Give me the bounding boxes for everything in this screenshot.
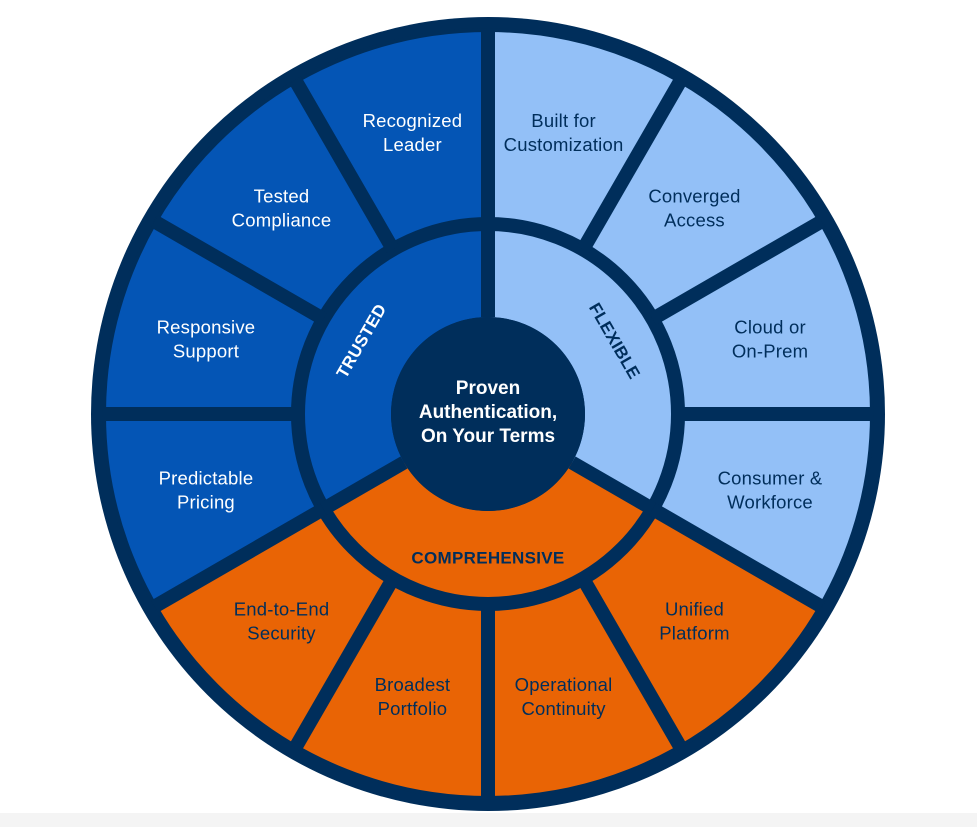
segment-comprehensive-4 bbox=[156, 509, 393, 746]
segment-divider bbox=[151, 215, 327, 326]
segment-label-line: Converged bbox=[648, 186, 740, 207]
segment-label-line: Recognized bbox=[363, 110, 463, 131]
segment-flexible-3 bbox=[652, 222, 871, 414]
segment-trusted-1 bbox=[296, 31, 488, 250]
segment-label-line: Portfolio bbox=[378, 698, 448, 719]
segment-label-line: Security bbox=[247, 622, 316, 643]
segment-trusted-3 bbox=[105, 222, 324, 414]
segment-trusted-2 bbox=[156, 82, 393, 319]
segment-label-line: Responsive bbox=[157, 316, 256, 337]
segment-flexible-4 bbox=[652, 414, 871, 606]
segment-divider bbox=[576, 77, 687, 253]
segment-label-line: Pricing bbox=[177, 492, 235, 513]
segment-flexible-2 bbox=[583, 82, 820, 319]
segment-label-line: Cloud or bbox=[734, 316, 806, 337]
pillar-label-comprehensive: COMPREHENSIVE bbox=[411, 548, 564, 567]
segment-flexible-1 bbox=[488, 31, 680, 250]
segment-trusted-4 bbox=[105, 414, 324, 606]
pillar-divider bbox=[319, 456, 408, 516]
segment-divider bbox=[151, 502, 327, 613]
segment-comprehensive-2 bbox=[488, 578, 680, 797]
segment-label-line: Predictable bbox=[159, 468, 254, 489]
segment-label: Cloud or On-Prem bbox=[732, 316, 808, 361]
segment-label-line: Built for bbox=[531, 110, 596, 131]
center-disc bbox=[391, 317, 585, 511]
segment-label-line: Continuity bbox=[521, 698, 606, 719]
segment-divider bbox=[649, 502, 825, 613]
center-title-line: On Your Terms bbox=[421, 426, 555, 447]
segment-label-line: Leader bbox=[383, 134, 442, 155]
segment-label-line: Support bbox=[173, 340, 239, 361]
segment-label-line: Consumer & bbox=[718, 468, 823, 489]
segment-label-line: Platform bbox=[659, 622, 729, 643]
segment-label-line: Broadest bbox=[375, 674, 451, 695]
segment-label-line: On-Prem bbox=[732, 340, 808, 361]
segment-divider bbox=[649, 215, 825, 326]
segment-divider bbox=[576, 575, 687, 751]
segment-label-line: End-to-End bbox=[234, 598, 330, 619]
segment-divider bbox=[289, 77, 400, 253]
segment-label-line: Tested bbox=[254, 186, 310, 207]
segment-label-line: Access bbox=[664, 210, 725, 231]
center-title-line: Proven bbox=[456, 378, 520, 399]
segment-fills bbox=[91, 17, 885, 811]
segment-label-line: Customization bbox=[504, 134, 624, 155]
segment-label-line: Unified bbox=[665, 598, 724, 619]
divider-lines bbox=[102, 28, 874, 800]
segment-label-line: Operational bbox=[515, 674, 613, 695]
center-title-line: Authentication, bbox=[419, 402, 557, 423]
pillar-divider bbox=[568, 456, 657, 516]
segment-label: Consumer & Workforce bbox=[718, 468, 823, 513]
segment-comprehensive-1 bbox=[583, 509, 820, 746]
segment-label-line: Workforce bbox=[727, 492, 813, 513]
pillar-ring-comprehensive bbox=[323, 462, 653, 604]
segment-comprehensive-3 bbox=[296, 578, 488, 797]
segment-label-line: Compliance bbox=[232, 210, 332, 231]
bottom-edge bbox=[0, 813, 977, 827]
segment-divider bbox=[289, 575, 400, 751]
